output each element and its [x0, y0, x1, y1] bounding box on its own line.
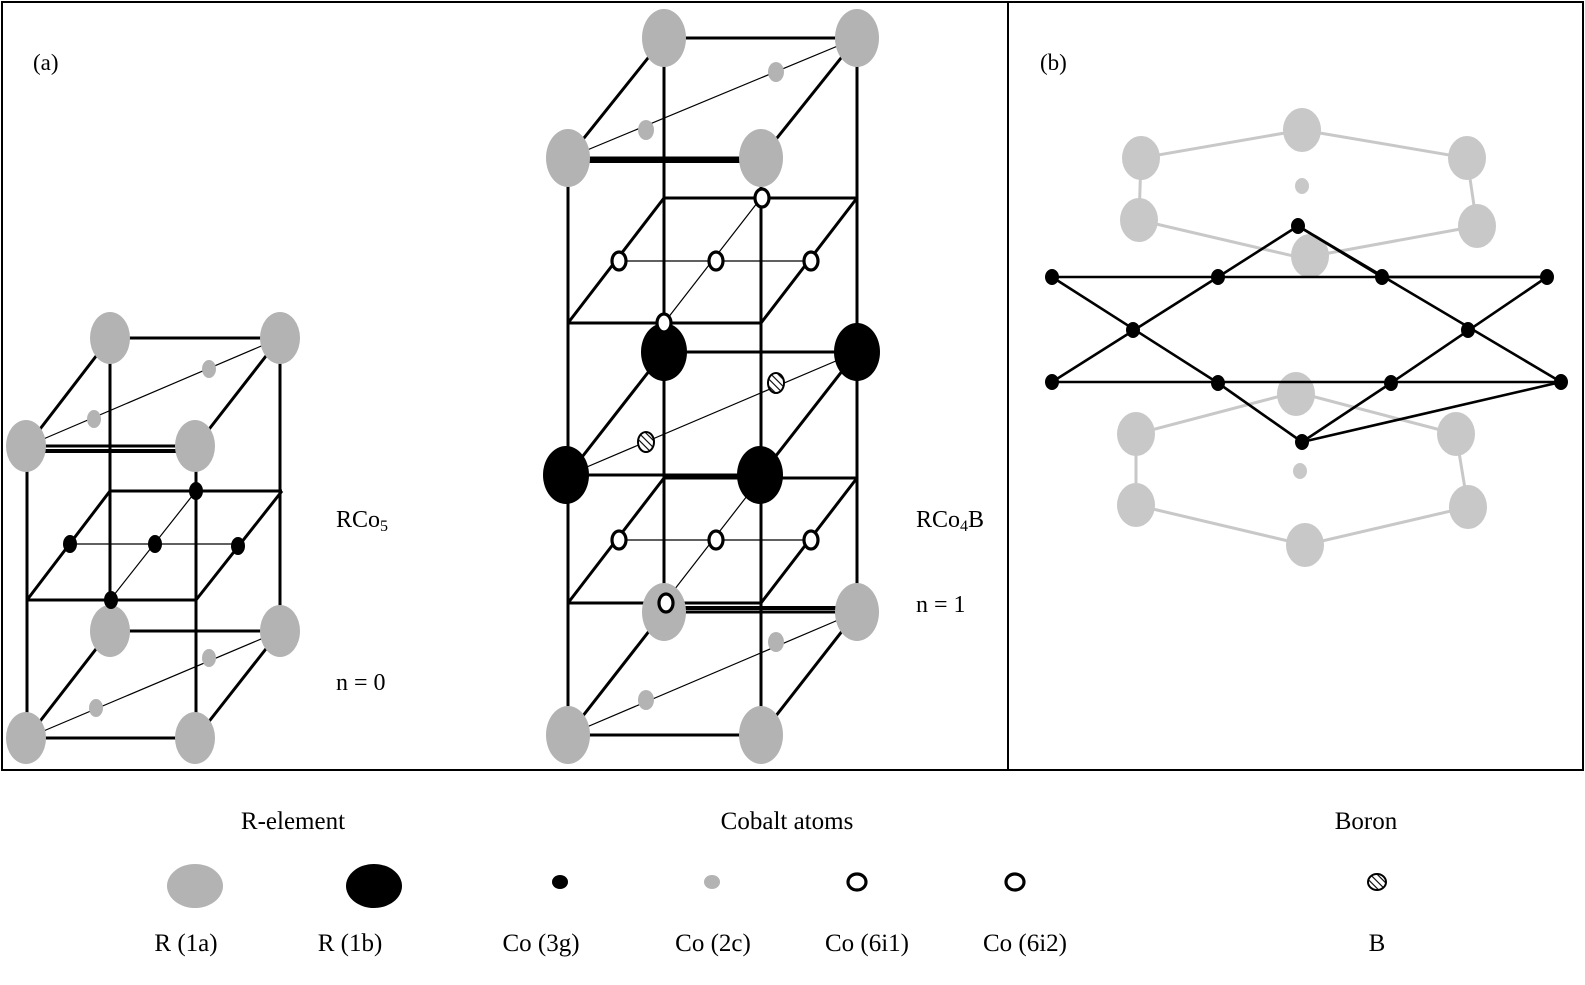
legend-r1a-icon [167, 864, 223, 908]
r1a-atom [835, 9, 879, 67]
r1a-atom [6, 712, 46, 764]
co6i1-atom [655, 312, 673, 334]
co2c-atom [768, 62, 784, 82]
r1b-atom [641, 323, 687, 381]
r1b-atom [737, 446, 783, 504]
co2c-atom [202, 360, 216, 378]
co6i2-atom [610, 529, 628, 551]
co-atom-lower-layer [1293, 463, 1307, 479]
r1b-atom [543, 446, 589, 504]
co-network-atom [1291, 218, 1305, 234]
co2c-atom [638, 690, 654, 710]
panel-b-projection [1045, 108, 1568, 567]
co-network-atom [1375, 269, 1389, 285]
r1a-atom [90, 605, 130, 657]
r-atom-lower-layer [1117, 412, 1155, 456]
co3g-atom [189, 482, 203, 500]
legend-group-boron: Boron [1335, 808, 1398, 835]
r-atom-upper-layer [1122, 136, 1160, 180]
co6i2-atom [802, 529, 820, 551]
boron-atom [637, 431, 655, 453]
r-atom-lower-layer [1117, 483, 1155, 527]
co-network-atom [1045, 269, 1059, 285]
r1a-atom [835, 583, 879, 641]
co6i1-atom [753, 187, 771, 209]
r-atom-lower-layer [1437, 412, 1475, 456]
r1a-atom [6, 420, 46, 472]
co-network-atom [1045, 374, 1059, 390]
co-network-atom [1384, 375, 1398, 391]
r-atom-upper-layer [1458, 204, 1496, 248]
co3g-atom [63, 535, 77, 553]
legend-r1a-label: R (1a) [154, 930, 217, 957]
r1a-atom [175, 712, 215, 764]
co-network-atom [1461, 322, 1475, 338]
rco5-unit-cell [6, 312, 300, 764]
co-network-atom [1126, 322, 1140, 338]
rco5-n-label: n = 0 [336, 670, 386, 696]
co6i1-atom [802, 250, 820, 272]
r-atom-upper-layer [1448, 136, 1486, 180]
legend-r1b-icon [346, 864, 402, 908]
legend-co6i2-label: Co (6i2) [983, 930, 1067, 957]
legend-co2c-icon [704, 875, 720, 889]
panel-b-frame [1007, 1, 1584, 771]
co2c-atom [768, 632, 784, 652]
r1a-atom [642, 9, 686, 67]
legend-boron-label: B [1369, 930, 1386, 957]
r-atom-upper-layer [1283, 108, 1321, 152]
legend-co6i2-icon [1004, 872, 1026, 892]
rco4b-formula: RCo4B [916, 507, 984, 535]
r1a-atom [90, 312, 130, 364]
rco5-formula: RCo5 [336, 507, 388, 535]
co3g-atom [148, 535, 162, 553]
r-atom-lower-layer [1449, 485, 1487, 529]
r-atom-upper-layer [1291, 234, 1329, 278]
legend-co3g-label: Co (3g) [502, 930, 579, 957]
panel-b-label: (b) [1040, 50, 1067, 75]
legend-r1b-label: R (1b) [318, 930, 383, 957]
legend-co3g-icon [552, 875, 568, 889]
co-network-atom [1211, 375, 1225, 391]
legend-group-r-element: R-element [241, 808, 345, 835]
r1a-atom [260, 312, 300, 364]
co2c-atom [202, 649, 216, 667]
legend: R-element Cobalt atoms Boron R (1a) R (1… [154, 808, 1397, 957]
legend-co2c-label: Co (2c) [675, 930, 751, 957]
r-atom-lower-layer [1277, 372, 1315, 416]
legend-co6i1-icon [846, 872, 868, 892]
panel-a-label: (a) [33, 50, 59, 75]
co-network-atom [1554, 374, 1568, 390]
legend-co6i1-label: Co (6i1) [825, 930, 909, 957]
boron-atom [767, 372, 785, 394]
co6i2-atom [707, 529, 725, 551]
legend-boron-icon [1367, 873, 1387, 891]
r1a-atom [546, 129, 590, 187]
co3g-atom [104, 591, 118, 609]
co2c-atom [89, 699, 103, 717]
co-network-atom [1211, 269, 1225, 285]
r1a-atom [739, 706, 783, 764]
co2c-atom [638, 120, 654, 140]
co6i1-atom [707, 250, 725, 272]
r1a-atom [739, 129, 783, 187]
co6i1-atom [610, 250, 628, 272]
r1b-atom [834, 323, 880, 381]
co3g-atom [231, 537, 245, 555]
r-atom-upper-layer [1120, 198, 1158, 242]
co-atom-upper-layer [1295, 178, 1309, 194]
rco4b-n-label: n = 1 [916, 592, 966, 618]
r1a-atom [260, 605, 300, 657]
r1a-atom [175, 420, 215, 472]
r1a-atom [546, 706, 590, 764]
r-atom-lower-layer [1286, 523, 1324, 567]
rco4b-unit-cell [543, 9, 880, 764]
legend-group-cobalt: Cobalt atoms [721, 808, 854, 835]
co-network-atom [1540, 269, 1554, 285]
co6i2-atom [657, 592, 675, 614]
co-network-atom [1295, 434, 1309, 450]
co2c-atom [87, 410, 101, 428]
